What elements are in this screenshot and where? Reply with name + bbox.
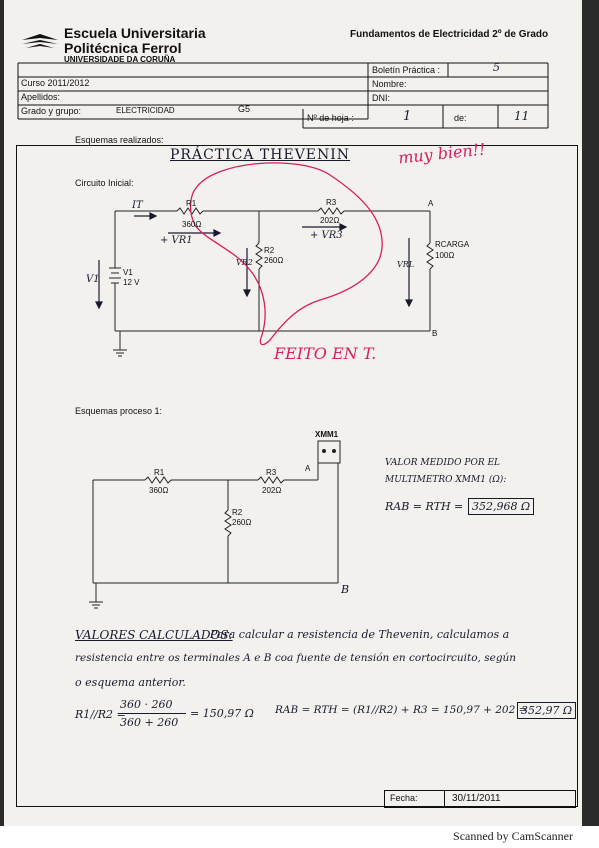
logo-icon — [22, 34, 58, 48]
rl-value: 100Ω — [435, 251, 455, 260]
nombre-label: Nombre: — [372, 79, 407, 89]
v1-value: 12 V — [123, 278, 140, 287]
school-name-2: Politécnica Ferrol — [64, 40, 182, 56]
parallel-result: = 150,97 Ω — [190, 707, 254, 720]
calc-heading: VALORES CALCULADOS: — [75, 628, 233, 642]
boletin-value: 5 — [493, 61, 500, 74]
r1-label-2: R1 — [154, 468, 165, 477]
main-frame — [16, 145, 578, 807]
circuit-label: Circuito Inicial: — [75, 178, 134, 188]
red-note: FEITO EN T. — [274, 344, 377, 363]
r3-value: 202Ω — [320, 216, 340, 225]
document-sheet — [4, 0, 582, 826]
scanner-watermark: Scanned by CamScanner — [453, 829, 573, 843]
grupo-value: G5 — [238, 104, 251, 114]
r2-value-2: 260Ω — [232, 518, 252, 527]
hoja-value: 1 — [403, 109, 412, 124]
v1-hand-label: V1 — [86, 274, 100, 285]
node-b-1: B — [432, 329, 438, 338]
r3-label: R3 — [326, 198, 337, 207]
fecha-value: 30/11/2011 — [452, 793, 501, 804]
measured-value: 352,968 Ω — [468, 498, 535, 515]
v1-label: V1 — [123, 268, 133, 277]
it-label: IT — [132, 200, 143, 211]
hoja-label: Nº de hoja : — [307, 113, 354, 123]
parallel-label: R1//R2 = — [75, 708, 126, 721]
vr2-label: VR2 — [236, 258, 253, 267]
course-title: Fundamentos de Electricidad 2º de Grado — [350, 29, 549, 40]
rl-label: RCARGA — [435, 240, 470, 249]
school-name-1: Escuela Universitaria — [64, 25, 206, 41]
vrl-label: VRL — [397, 260, 415, 269]
de-label: de: — [454, 113, 467, 123]
calc-line1: Para calcular a resistencia de Thevenin,… — [210, 628, 510, 641]
vr3-label: + VR3 — [310, 230, 343, 241]
grado-value: ELECTRICIDAD — [116, 106, 175, 115]
r3-value-2: 202Ω — [262, 486, 282, 495]
calc-line3: o esquema anterior. — [75, 676, 186, 689]
r2-value: 260Ω — [264, 256, 284, 265]
rab-value: 352,97 Ω — [517, 702, 577, 719]
grado-label: Grado y grupo: — [21, 106, 82, 116]
r2-label: R2 — [264, 246, 275, 255]
parallel-numerator: 360 · 260 — [120, 698, 173, 711]
xmm-label: XMM1 — [315, 430, 339, 439]
curso-label: Curso 2011/2012 — [21, 78, 90, 88]
scanner-band — [0, 826, 599, 848]
fecha-label: Fecha: — [390, 793, 418, 803]
university-logo — [20, 30, 60, 52]
node-a-1: A — [428, 199, 434, 208]
vr1-label: + VR1 — [160, 235, 193, 246]
measured-line2: MULTIMETRO XMM1 (Ω): — [385, 475, 507, 485]
r2-label-2: R2 — [232, 508, 243, 517]
r1-value-2: 360Ω — [149, 486, 169, 495]
apellidos-label: Apellidos: — [21, 92, 61, 102]
r1-label: R1 — [186, 199, 197, 208]
school-name-3: UNIVERSIDADE DA CORUÑA — [64, 55, 176, 64]
boletin-label: Boletín Práctica : — [372, 65, 441, 75]
calc-line2: resistencia entre os terminales A e B co… — [75, 652, 517, 664]
node-b-2: B — [341, 583, 350, 596]
node-a-2: A — [305, 464, 311, 473]
dni-label: DNI: — [372, 93, 390, 103]
section2-label: Esquemas proceso 1: — [75, 406, 163, 416]
fecha-box — [384, 790, 576, 808]
practice-title: PRÁCTICA THEVENIN — [170, 147, 351, 163]
parallel-denominator: 360 + 260 — [120, 716, 179, 729]
measured-line1: VALOR MEDIDO POR EL — [385, 458, 501, 468]
rab-equation: RAB = RTH = (R1//R2) + R3 = 150,97 + 202… — [275, 704, 528, 716]
de-value: 11 — [514, 109, 530, 123]
section1-label: Esquemas realizados: — [75, 135, 164, 145]
r1-value: 360Ω — [182, 220, 202, 229]
r3-label-2: R3 — [266, 468, 277, 477]
fecha-divider — [444, 790, 445, 806]
info-table: Curso 2011/2012 Apellidos: Grado y grupo… — [17, 61, 549, 129]
measured-eq: RAB = RTH = — [385, 500, 464, 513]
fraction-bar — [118, 713, 186, 714]
